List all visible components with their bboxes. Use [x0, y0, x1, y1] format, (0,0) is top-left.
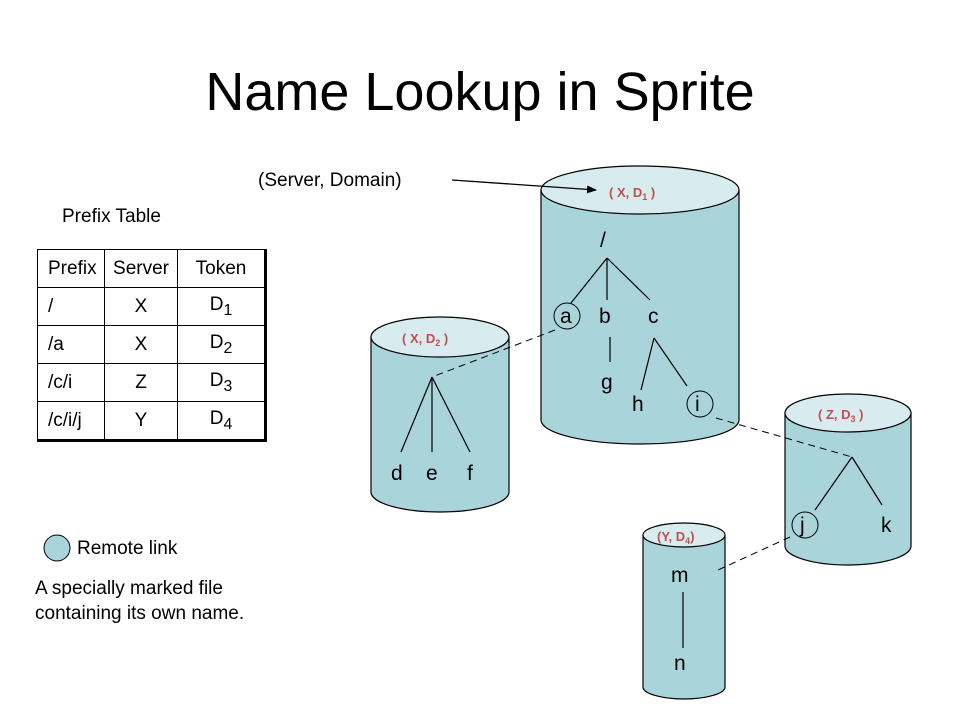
cell-token: D3: [177, 363, 266, 402]
note-line-1: A specially marked file: [35, 578, 223, 599]
remote-link-legend-marker: [43, 534, 71, 562]
remote-link-j: [791, 511, 819, 539]
node-a: a: [560, 305, 572, 328]
domain-cylinder-d4: (Y, D4): [642, 522, 726, 700]
table-row: /a X D2: [37, 325, 266, 364]
cell-token: D2: [177, 325, 266, 364]
node-n: n: [674, 652, 686, 675]
domain-cylinder-d1: ( X, D1 ): [540, 165, 740, 445]
cell-prefix: /: [37, 287, 105, 326]
token-letter: D: [209, 293, 224, 315]
token-letter: D: [209, 407, 224, 429]
token-letter: D: [209, 369, 224, 391]
domain-label-d3: ( Z, D3 ): [818, 407, 863, 424]
node-e: e: [426, 462, 438, 485]
cell-server: Z: [104, 363, 178, 402]
node-d: d: [391, 462, 403, 485]
header-token: Token: [177, 249, 266, 288]
remote-link-label: Remote link: [77, 538, 178, 559]
cell-token: D1: [177, 287, 266, 326]
cell-prefix: /a: [37, 325, 105, 364]
note-line-2: containing its own name.: [35, 603, 245, 624]
node-c: c: [648, 305, 659, 328]
cell-token: D4: [177, 401, 266, 441]
token-subscript: 2: [223, 339, 233, 357]
cell-server: Y: [104, 401, 178, 441]
node-g: g: [601, 371, 613, 394]
remote-link-i: [686, 390, 714, 418]
node-b: b: [599, 305, 611, 328]
prefix-table: Prefix Server Token / X D1 /a X D2 /c/i …: [37, 249, 267, 442]
node-i: i: [695, 393, 700, 416]
node-h: h: [632, 393, 644, 416]
domain-cylinder-d3: ( Z, D3 ): [784, 393, 912, 566]
tree-edges: [400, 257, 883, 648]
token-letter: D: [209, 331, 224, 353]
cell-server: X: [104, 325, 178, 364]
table-row: /c/i Z D3: [37, 363, 266, 402]
node-k: k: [881, 514, 892, 537]
token-subscript: 3: [223, 377, 233, 395]
domain-label-d2: ( X, D2 ): [402, 331, 448, 348]
remote-link-connectors: [431, 329, 853, 571]
domain-cylinder-d2: ( X, D2 ): [370, 316, 510, 513]
domain-label-d1: ( X, D1 ): [609, 185, 655, 202]
slide-title: Name Lookup in Sprite: [205, 62, 755, 122]
remote-link-description: A specially marked file containing its o…: [35, 576, 244, 626]
prefix-table-caption: Prefix Table: [62, 206, 161, 227]
node-root: /: [600, 229, 606, 252]
token-subscript: 1: [223, 301, 233, 319]
table-row: /c/i/j Y D4: [37, 401, 266, 441]
node-m: m: [671, 564, 689, 587]
domain-label-d4: (Y, D4): [657, 529, 695, 546]
node-f: f: [467, 462, 473, 485]
token-subscript: 4: [223, 415, 233, 433]
remote-link-a: [553, 302, 581, 330]
cell-prefix: /c/i/j: [37, 401, 105, 441]
server-domain-label: (Server, Domain): [258, 170, 402, 191]
header-prefix: Prefix: [37, 249, 105, 288]
server-domain-arrow: [451, 179, 597, 194]
node-j: j: [799, 514, 805, 537]
